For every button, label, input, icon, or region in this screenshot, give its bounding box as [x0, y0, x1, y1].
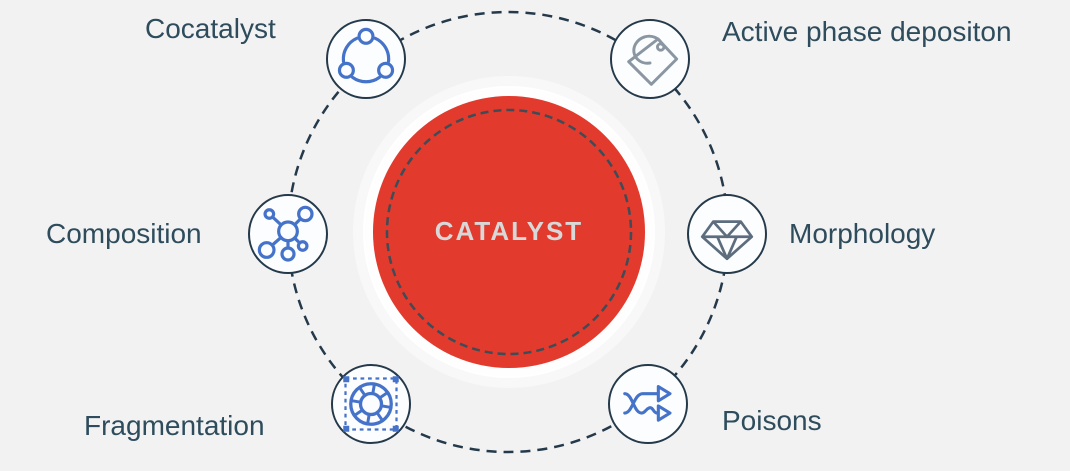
- label-composition: Composition: [46, 218, 202, 249]
- label-morphology: Morphology: [789, 218, 936, 249]
- share-cycle-icon: [337, 27, 395, 84]
- node-morphology: [687, 194, 767, 274]
- label-poisons: Poisons: [722, 405, 822, 436]
- center-halo-inner: [363, 86, 655, 378]
- diamond-icon: [700, 220, 754, 261]
- shuffle-arrows-icon: [623, 385, 672, 422]
- label-cocatalyst: Cocatalyst: [145, 13, 276, 44]
- center-halo-outer: [353, 76, 665, 388]
- node-poisons: [608, 364, 688, 444]
- catalyst-circle: [373, 96, 645, 368]
- molecule-icon: [257, 205, 314, 262]
- node-composition: [248, 194, 328, 274]
- catalyst-inner-dashed-ring: [385, 108, 633, 356]
- node-active-phase-depositon: [610, 19, 690, 99]
- node-fragmentation: [331, 364, 411, 444]
- catalyst-label: CATALYST: [434, 216, 584, 246]
- tag-icon: [627, 34, 679, 86]
- node-cocatalyst: [326, 19, 406, 99]
- label-active-phase-depositon: Active phase depositon: [722, 16, 1012, 47]
- segmented-wheel-icon: [343, 376, 399, 432]
- label-fragmentation: Fragmentation: [84, 410, 265, 441]
